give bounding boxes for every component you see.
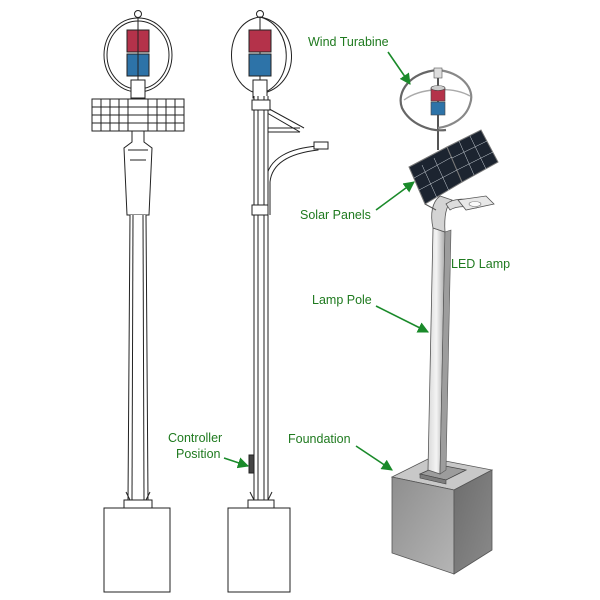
render-lamp-pole	[427, 195, 477, 475]
front-lamp-pole	[127, 214, 149, 501]
render-3d	[390, 67, 499, 575]
label-foundation: Foundation	[288, 432, 351, 446]
render-led-lamp[interactable]	[457, 195, 495, 211]
render-solar-panels	[408, 129, 499, 211]
arrow-solar-panels	[375, 181, 415, 211]
front-foundation	[103, 507, 171, 593]
label-controller-line1: Controller	[168, 431, 222, 445]
arrow-lamp-pole	[375, 305, 430, 333]
controller-box[interactable]	[248, 454, 255, 474]
label-lamp-pole: Lamp Pole	[312, 293, 372, 307]
front-pole-head	[123, 130, 153, 216]
side-lamp-pole	[253, 96, 269, 501]
front-solar-panel	[91, 98, 185, 132]
front-wind-turbine	[103, 10, 173, 99]
side-lamp-arm[interactable]	[265, 145, 319, 215]
render-wind-turbine	[399, 67, 473, 150]
arrow-wind-turbine	[387, 51, 411, 85]
label-led-lamp: LED Lamp	[451, 257, 510, 271]
side-elevation-drawing	[227, 10, 329, 593]
arrow-controller	[223, 457, 250, 469]
label-solar-panels: Solar Panels	[300, 208, 371, 222]
callout-labels: Wind Turabine Solar Panels LED Lamp Lamp…	[168, 35, 510, 461]
label-controller-line2: Position	[176, 447, 221, 461]
side-wind-turbine	[231, 10, 292, 99]
front-elevation-drawing	[91, 10, 185, 593]
callout-arrows	[223, 51, 430, 471]
side-led-lamp-head[interactable]	[313, 141, 329, 150]
label-wind-turbine: Wind Turabine	[308, 35, 389, 49]
arrow-foundation	[355, 445, 393, 471]
side-foundation	[227, 507, 291, 593]
